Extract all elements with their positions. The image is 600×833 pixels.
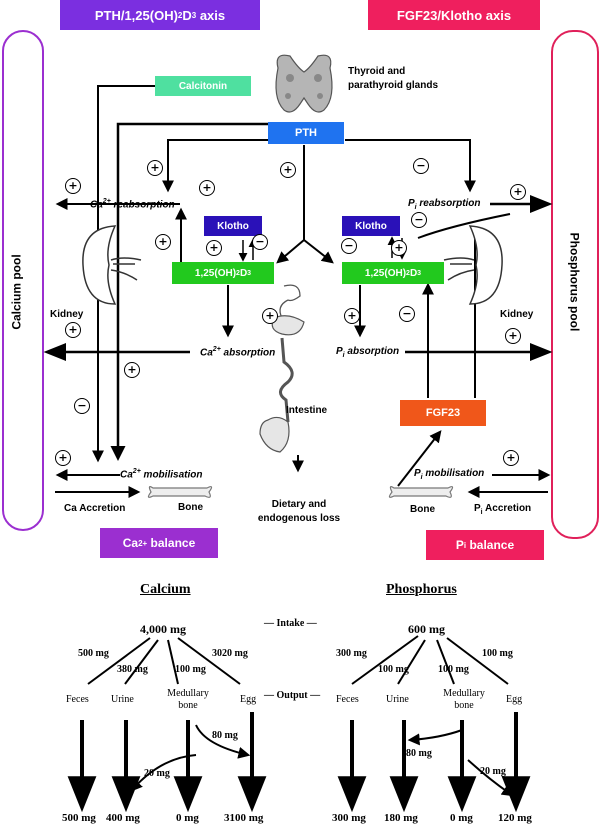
phosphorus-output-egg: Egg <box>506 694 523 705</box>
calcium-pool <box>2 30 44 531</box>
phosphorus-final-3: 0 mg <box>450 812 473 824</box>
phosphorus-output-urine: Urine <box>386 694 409 705</box>
intestine-label: Intestine <box>286 405 328 416</box>
plus-sign: + <box>199 180 215 196</box>
intake-row-label: — Intake — <box>264 618 317 629</box>
calcium-final-3: 0 mg <box>176 812 199 824</box>
bone-left-label: Bone <box>178 502 203 513</box>
phosphorus-final-4: 120 mg <box>498 812 532 824</box>
pi-mobilisation-label: Pi mobilisation <box>414 468 485 481</box>
calcium-output-egg: Egg <box>240 694 257 705</box>
ca-absorption-label: Ca2+ absorption <box>200 346 276 359</box>
pth-node: PTH <box>268 122 344 144</box>
phosphorus-output-medullary: Medullary bone <box>443 688 485 711</box>
plus-sign: + <box>65 178 81 194</box>
calcium-intake: 4,000 mg <box>140 622 186 636</box>
kidney-right-label: Kidney <box>500 309 534 320</box>
plus-sign: + <box>280 162 296 178</box>
bone-right-label: Bone <box>410 504 435 515</box>
plus-sign: + <box>391 240 407 256</box>
ca-accretion-label: Ca Accretion <box>64 503 126 514</box>
output-row-label: — Output — <box>264 690 321 701</box>
phosphorus-intake: 600 mg <box>408 622 445 636</box>
plus-sign: + <box>55 450 71 466</box>
calcium-final-1: 500 mg <box>62 812 96 824</box>
minus-sign: − <box>411 212 427 228</box>
klotho-left-node: Klotho <box>204 216 262 236</box>
plus-sign: + <box>510 184 526 200</box>
klotho-right-node: Klotho <box>342 216 400 236</box>
minus-sign: − <box>341 238 357 254</box>
pi-absorption-label: Pi absorption <box>336 346 400 359</box>
pi-reabsorption-label: Pi reabsorption <box>408 198 481 211</box>
phosphorus-transfer-2: 20 mg <box>480 766 506 777</box>
fgf23-klotho-axis-header: FGF23/Klotho axis <box>368 0 540 30</box>
phosphorus-pool <box>551 30 599 539</box>
minus-sign: − <box>413 158 429 174</box>
ca-reabsorption-label: Ca2+ reabsorption <box>90 198 175 211</box>
calcium-title: Calcium <box>140 582 191 597</box>
phosphorus-branch-4: 100 mg <box>482 648 513 659</box>
calcium-output-feces: Feces <box>66 694 89 705</box>
plus-sign: + <box>206 240 222 256</box>
plus-sign: + <box>505 328 521 344</box>
pi-accretion-label: Pi Accretion <box>474 503 532 516</box>
calcium-final-4: 3100 mg <box>224 812 264 824</box>
calcium-branch-4: 3020 mg <box>212 648 248 659</box>
minus-sign: − <box>252 234 268 250</box>
phosphorus-final-2: 180 mg <box>384 812 418 824</box>
phosphorus-branch-1: 300 mg <box>336 648 367 659</box>
phosphorus-final-1: 300 mg <box>332 812 366 824</box>
loss-label: Dietary and endogenous loss <box>257 499 341 524</box>
calcium-final-2: 400 mg <box>106 812 140 824</box>
calcitonin-node: Calcitonin <box>155 76 251 96</box>
calcium-transfer-1: 80 mg <box>212 730 238 741</box>
thyroid-gland-icon <box>268 48 340 118</box>
plus-sign: + <box>147 160 163 176</box>
kidney-left-label: Kidney <box>50 309 84 320</box>
calcium-branch-3: 100 mg <box>175 664 206 675</box>
plus-sign: + <box>124 362 140 378</box>
calcium-branch-1: 500 mg <box>78 648 109 659</box>
plus-sign: + <box>344 308 360 324</box>
plus-sign: + <box>155 234 171 250</box>
plus-sign: + <box>65 322 81 338</box>
plus-sign: + <box>262 308 278 324</box>
minus-sign: − <box>399 306 415 322</box>
plus-sign: + <box>503 450 519 466</box>
calcium-output-medullary: Medullary bone <box>167 688 209 711</box>
thyroid-label: Thyroid and parathyroid glands <box>348 66 439 91</box>
calcium-output-urine: Urine <box>111 694 134 705</box>
phosphorus-branch-3: 100 mg <box>438 664 469 675</box>
phosphorus-branch-2: 100 mg <box>378 664 409 675</box>
calcium-branch-2: 380 mg <box>117 664 148 675</box>
phosphorus-transfer-1: 80 mg <box>406 748 432 759</box>
calcium-transfer-2: 20 mg <box>144 768 170 779</box>
ca-mobilisation-label: Ca2+ mobilisation <box>120 468 203 481</box>
minus-sign: − <box>74 398 90 414</box>
phosphorus-output-feces: Feces <box>336 694 359 705</box>
phosphorus-title: Phosphorus <box>386 582 457 597</box>
fgf23-node: FGF23 <box>400 400 486 426</box>
